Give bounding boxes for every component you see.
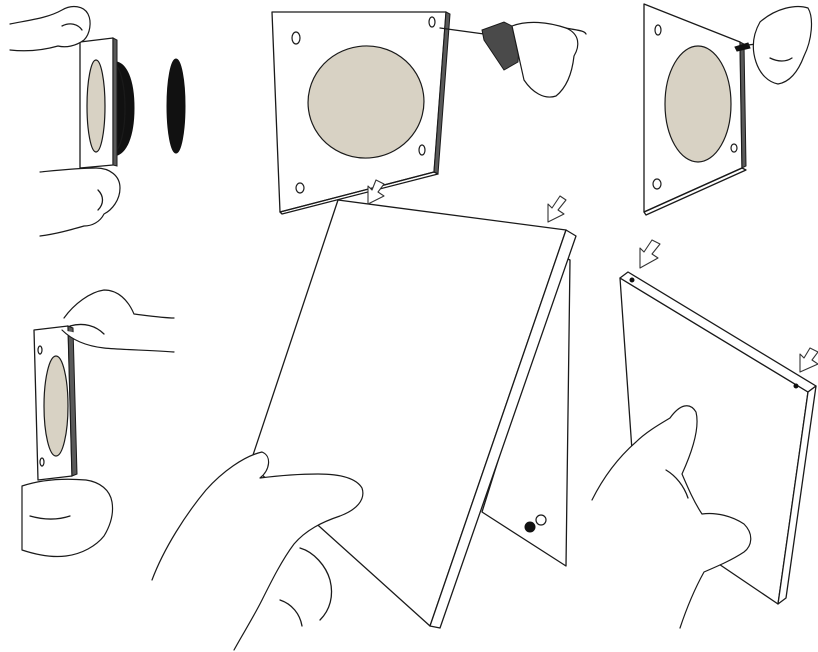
cover-panel-icon bbox=[250, 200, 576, 628]
panel-bolt bbox=[630, 278, 634, 282]
arrow-icon bbox=[548, 196, 566, 222]
plate-icon bbox=[34, 326, 77, 480]
hand-icon bbox=[40, 168, 120, 236]
arrow-icon bbox=[800, 348, 818, 372]
step-screw-mounting-plate bbox=[644, 4, 811, 215]
mounting-hole bbox=[40, 458, 44, 466]
mounting-hole bbox=[653, 179, 661, 189]
hand-icon bbox=[62, 290, 174, 352]
fan-opening bbox=[87, 60, 105, 152]
mounting-hole bbox=[296, 183, 304, 193]
mounting-hole bbox=[292, 32, 300, 44]
fan-opening bbox=[44, 356, 68, 456]
plate-icon bbox=[80, 38, 117, 168]
step-attach-front-cover bbox=[152, 180, 576, 650]
mounting-hole bbox=[731, 144, 737, 152]
hand-icon bbox=[10, 7, 90, 51]
mounting-hole bbox=[655, 25, 661, 35]
drill-icon bbox=[440, 22, 586, 97]
panel-bolt bbox=[536, 515, 546, 525]
fan-opening bbox=[665, 46, 731, 162]
mounting-hole bbox=[429, 17, 435, 27]
step-drill-mounting-plate bbox=[272, 12, 586, 214]
hand-icon bbox=[753, 7, 811, 84]
hand-icon bbox=[22, 479, 113, 556]
gasket-ring-icon bbox=[167, 59, 185, 153]
step-hold-plate-side bbox=[22, 290, 174, 557]
hand-icon bbox=[152, 452, 363, 650]
mounting-hole bbox=[419, 145, 425, 155]
plate-icon bbox=[644, 4, 746, 215]
panel-bolt bbox=[525, 522, 535, 532]
mounting-hole bbox=[38, 346, 42, 354]
step-press-cover-edge bbox=[592, 240, 818, 628]
arrow-icon bbox=[640, 240, 660, 268]
plate-icon bbox=[272, 12, 450, 214]
step-remove-fan-gasket bbox=[10, 7, 185, 236]
panel-bolt bbox=[794, 384, 798, 388]
